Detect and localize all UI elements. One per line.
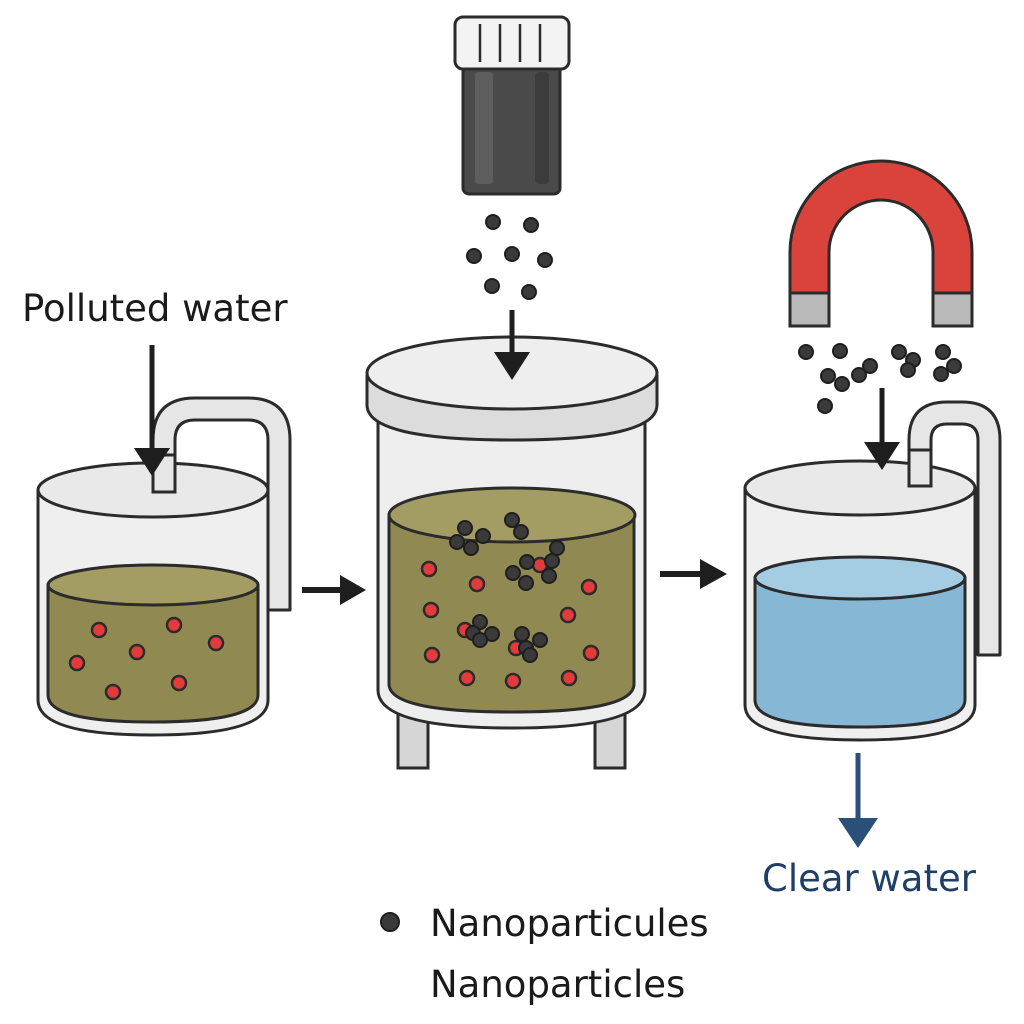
pollutant-particle	[420, 560, 438, 578]
nanoparticle	[521, 284, 537, 300]
nanoparticle	[466, 248, 482, 264]
pollutant-particle	[468, 575, 486, 593]
beaker-rim	[743, 459, 977, 517]
attracted-nanoparticles	[798, 343, 962, 414]
clear-water-beaker	[743, 400, 1002, 742]
clear-water-arrow	[838, 753, 878, 848]
nanoparticle	[505, 565, 521, 581]
pollutant-particle	[165, 616, 183, 634]
pollutant-particle	[104, 683, 122, 701]
pollutant-particle	[422, 601, 440, 619]
nanoparticle	[549, 540, 565, 556]
magnet-pole	[788, 291, 831, 328]
pollutant-particles	[68, 616, 225, 701]
nanoparticle	[798, 344, 814, 360]
nanoparticle	[820, 368, 836, 384]
nanoparticle	[532, 632, 548, 648]
nanoparticle	[834, 376, 850, 392]
nanoparticle	[472, 632, 488, 648]
nanoparticle	[817, 398, 833, 414]
polluted-water-label: Polluted water	[22, 287, 288, 330]
nanoparticle	[449, 534, 465, 550]
pollutant-particle	[580, 578, 598, 596]
inflow-arrow	[134, 345, 170, 476]
nanoparticle-container-icon	[453, 15, 571, 196]
dose-arrow	[494, 310, 530, 380]
legend-label-primary: Nanoparticules	[430, 902, 709, 945]
nanoparticle	[518, 575, 534, 591]
nanoparticle	[463, 540, 479, 556]
nanoparticle	[484, 278, 500, 294]
pollutant-particle	[90, 621, 108, 639]
polluted-water-surface	[46, 563, 260, 607]
polluted-water-fill	[46, 583, 260, 724]
nanoparticle	[862, 358, 878, 374]
pollutant-particle	[68, 654, 86, 672]
nanoparticle	[832, 343, 848, 359]
nanoparticle	[523, 217, 539, 233]
flow-arrow-1	[302, 575, 366, 605]
nanoparticle	[891, 344, 907, 360]
nanoparticle	[513, 524, 529, 540]
nanoparticle	[933, 366, 949, 382]
nanoparticle	[537, 252, 553, 268]
legend-nanoparticle-marker	[380, 912, 400, 932]
pollutant-particle	[170, 674, 188, 692]
nanoparticle	[935, 344, 951, 360]
nanoparticle	[457, 520, 473, 536]
nanoparticle	[504, 246, 520, 262]
pollutant-particle	[458, 669, 476, 687]
polluted-water-beaker	[36, 396, 292, 737]
magnet-pole	[931, 291, 974, 328]
pollutant-particle	[207, 634, 225, 652]
tank-pollutants	[420, 556, 600, 690]
nanoparticle	[475, 528, 491, 544]
nanoparticle	[472, 614, 488, 630]
legend-label-secondary: Nanoparticles	[430, 963, 686, 1006]
nanoparticle	[522, 647, 538, 663]
nanoparticle	[485, 214, 501, 230]
nanoparticle	[544, 553, 560, 569]
tank-water-fill	[387, 513, 636, 714]
pollutant-particle	[560, 669, 578, 687]
outlet-pipe-mouth	[907, 448, 933, 488]
magnet-arrow	[864, 388, 900, 470]
pollutant-particle	[128, 643, 146, 661]
flow-arrow-2	[660, 559, 727, 589]
nanoparticle	[851, 367, 867, 383]
clear-water-label: Clear water	[762, 857, 976, 900]
horseshoe-magnet-icon	[788, 159, 974, 328]
nanoparticle	[519, 554, 535, 570]
nanoparticle	[514, 626, 530, 642]
falling-nanoparticles	[466, 214, 553, 300]
nanoparticle	[900, 362, 916, 378]
inlet-pipe	[151, 396, 292, 612]
nanoparticle	[504, 512, 520, 528]
pollutant-particle	[504, 672, 522, 690]
pollutant-particle	[559, 606, 577, 624]
pollutant-particle	[582, 644, 600, 662]
nanoparticle	[541, 568, 557, 584]
clear-water-fill	[753, 576, 967, 729]
treatment-tank	[365, 335, 659, 770]
outlet-pipe	[907, 400, 1002, 657]
nanoparticle	[946, 358, 962, 374]
clear-water-surface	[753, 555, 967, 601]
pollutant-particle	[423, 646, 441, 664]
tank-nanoparticles	[449, 512, 565, 663]
